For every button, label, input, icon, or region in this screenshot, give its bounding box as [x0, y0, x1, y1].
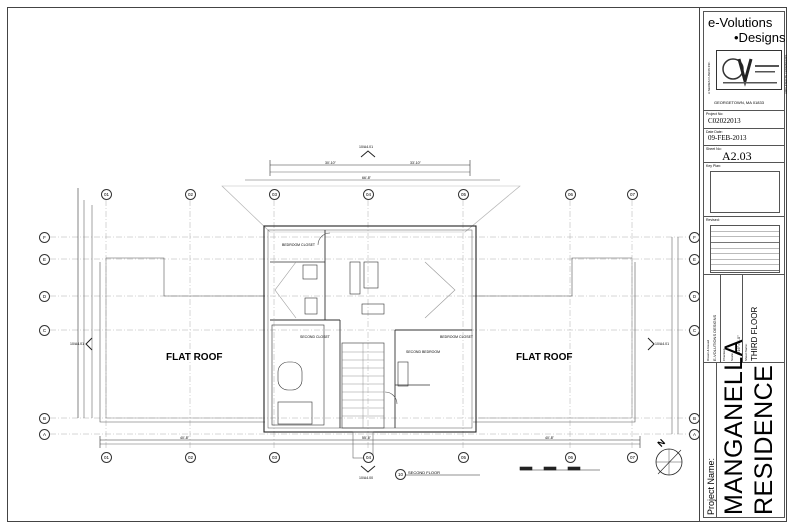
sheet-border: [7, 7, 787, 522]
grid-bubble-bottom-07: 07: [627, 452, 638, 463]
key-plan-box: [710, 171, 780, 213]
dim-bottom-left: 40'-8": [180, 436, 189, 440]
second-bedroom-label: SECOND BEDROOM: [406, 350, 441, 354]
grid-bubble-bottom-01: 01: [101, 452, 112, 463]
date-cell: Date Date: 09-FEB-2013: [703, 129, 785, 146]
project-no-value: C02022013: [708, 117, 741, 125]
section-ref-bottom: 10/A4.00: [359, 476, 374, 480]
revised-cell: Revised:: [703, 217, 785, 275]
drawn-label: Drawn & Issued: [706, 339, 710, 361]
dim-top-2: 33'-10": [410, 161, 421, 165]
bedroom-closet-label-1: BEDROOM CLOSET: [282, 243, 316, 247]
revised-label: Revised:: [706, 218, 720, 222]
grid-bubble-left-C: C: [39, 325, 50, 336]
grid-bubble-bottom-03: 03: [269, 452, 280, 463]
date-value: 09-FEB-2013: [708, 134, 747, 142]
floor-plan: [50, 150, 690, 476]
grid-bubble-left-B: B: [39, 413, 50, 424]
info-divider-2: [742, 275, 743, 363]
second-closet-label: SECOND CLOSET: [300, 335, 330, 339]
date-label: Date Date:: [706, 130, 723, 134]
revised-table: [710, 225, 780, 273]
view-label: SECOND FLOOR: [408, 470, 441, 475]
drawn-value: E-VOLUTIONS DESIGNS: [712, 314, 717, 361]
section-ref-left: 10/A4.01: [70, 342, 85, 346]
project-name-cell: Project Name: MANGANELLA RESIDENCE: [703, 339, 785, 518]
grid-bubble-left-F: F: [39, 232, 50, 243]
bedroom-closet-label-2: BEDROOM CLOSET: [440, 335, 474, 339]
grid-bubble-top-07: 07: [627, 189, 638, 200]
firm-logo: [716, 50, 782, 90]
sheet-no-cell: Sheet No: A2.03: [703, 146, 785, 163]
flat-roof-left-label: FLAT ROOF: [166, 352, 223, 363]
sheet-no-value: A2.03: [722, 149, 752, 163]
dim-bottom-mid: 55'-6": [362, 436, 371, 440]
flat-roof-right-label: FLAT ROOF: [516, 352, 573, 363]
dim-top-3: 66'-8": [362, 176, 371, 180]
dim-top-1: 30'-10": [325, 161, 336, 165]
project-name-line2: RESIDENCE: [750, 364, 778, 515]
sheet-name-value: THIRD FLOOR: [750, 306, 759, 361]
grid-bubble-left-E: E: [39, 254, 50, 265]
info-cell: Drawn & Issued E-VOLUTIONS DESIGNS Check…: [703, 275, 785, 363]
project-no-cell: Project No: C02022013: [703, 111, 785, 129]
grid-bubble-top-01: 01: [101, 189, 112, 200]
sheet-no-label: Sheet No:: [706, 147, 722, 151]
grid-bubble-bottom-04: 04: [363, 452, 374, 463]
firm-name-line1: e-Volutions: [708, 15, 773, 30]
project-name-line1: MANGANELLA: [720, 339, 748, 515]
grid-bubble-left-A: A: [39, 429, 50, 440]
key-plan-cell: Key Plan:: [703, 163, 785, 217]
project-name-label: Project Name:: [706, 457, 716, 515]
grid-bubble-top-06: 06: [565, 189, 576, 200]
firm-vertical-right: ARCHITECTS / ENGINEERS: [784, 54, 788, 94]
view-number-bubble: 10: [395, 469, 406, 480]
grid-bubble-top-05: 05: [458, 189, 469, 200]
title-block: e-Volutions •Designs A SERIES FUSION INC…: [699, 7, 788, 522]
firm-name-line2: •Designs: [734, 30, 786, 45]
grid-bubble-top-03: 03: [269, 189, 280, 200]
section-ref-top: 10/A4.01: [359, 145, 374, 149]
project-no-label: Project No:: [706, 112, 724, 116]
grid-bubble-bottom-02: 02: [185, 452, 196, 463]
firm-logo-block: e-Volutions •Designs A SERIES FUSION INC…: [703, 11, 788, 111]
dim-bottom-right: 40'-8": [545, 436, 554, 440]
grid-bubble-left-D: D: [39, 291, 50, 302]
project-name-divider: [716, 363, 717, 518]
grid-bubble-top-02: 02: [185, 189, 196, 200]
key-plan-label: Key Plan:: [706, 164, 721, 168]
grid-bubble-bottom-06: 06: [565, 452, 576, 463]
grid-bubble-bottom-05: 05: [458, 452, 469, 463]
grid-bubble-top-04: 04: [363, 189, 374, 200]
firm-address-2: GEORGETOWN, MA 01833: [714, 100, 764, 105]
info-divider-1: [720, 275, 721, 363]
section-ref-right: 10/A4.01: [655, 342, 670, 346]
firm-vertical-left: A SERIES FUSION INC.: [707, 61, 711, 94]
